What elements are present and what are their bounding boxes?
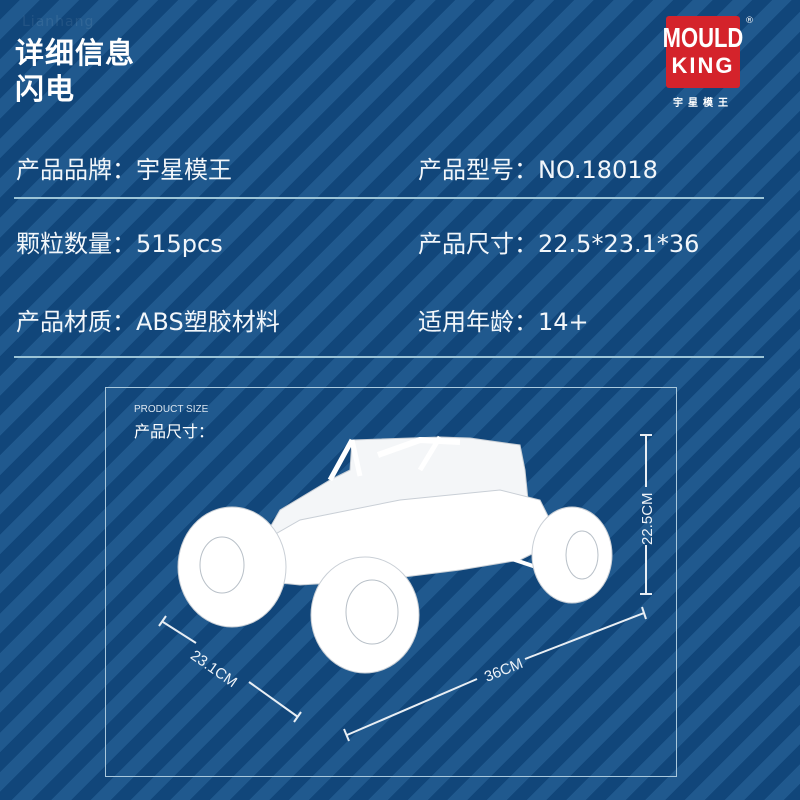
product-size-heading-cn: 产品尺寸： [134,422,215,441]
spec-piece-count: 颗粒数量：515pcs [16,229,223,259]
product-size-heading-en: PRODUCT SIZE [134,404,209,415]
spec-label: 适用年龄： [418,308,538,336]
brand-logo: MOULD KING [663,16,743,88]
product-size-panel [105,387,677,777]
divider [14,197,764,199]
spec-value: 22.5*23.1*36 [538,230,700,258]
spec-value: 宇星模王 [136,156,232,184]
page-title: 详细信息 [15,36,136,70]
spec-material: 产品材质：ABS塑胶材料 [16,307,280,337]
spec-label: 颗粒数量： [16,230,136,258]
spec-value: ABS塑胶材料 [136,308,280,336]
spec-label: 产品型号： [418,156,538,184]
product-name: 闪电 [15,72,76,106]
watermark: Lianhang [22,14,95,30]
spec-label: 产品材质： [16,308,136,336]
spec-model: 产品型号：NO.18018 [418,155,658,185]
spec-label: 产品尺寸： [418,230,538,258]
logo-subtitle: 宇星模王 [673,98,733,109]
dimension-height-label: 22.5CM [639,492,656,545]
logo-text-mould: MOULD [662,21,744,53]
divider [14,356,764,358]
spec-brand: 产品品牌：宇星模王 [16,155,232,185]
spec-value: NO.18018 [538,156,658,184]
spec-value: 14+ [538,308,589,336]
logo-text-king: KING [671,53,735,78]
spec-age: 适用年龄：14+ [418,307,589,337]
registered-mark: ® [745,16,754,26]
spec-label: 产品品牌： [16,156,136,184]
spec-size: 产品尺寸：22.5*23.1*36 [418,229,699,259]
spec-value: 515pcs [136,230,223,258]
